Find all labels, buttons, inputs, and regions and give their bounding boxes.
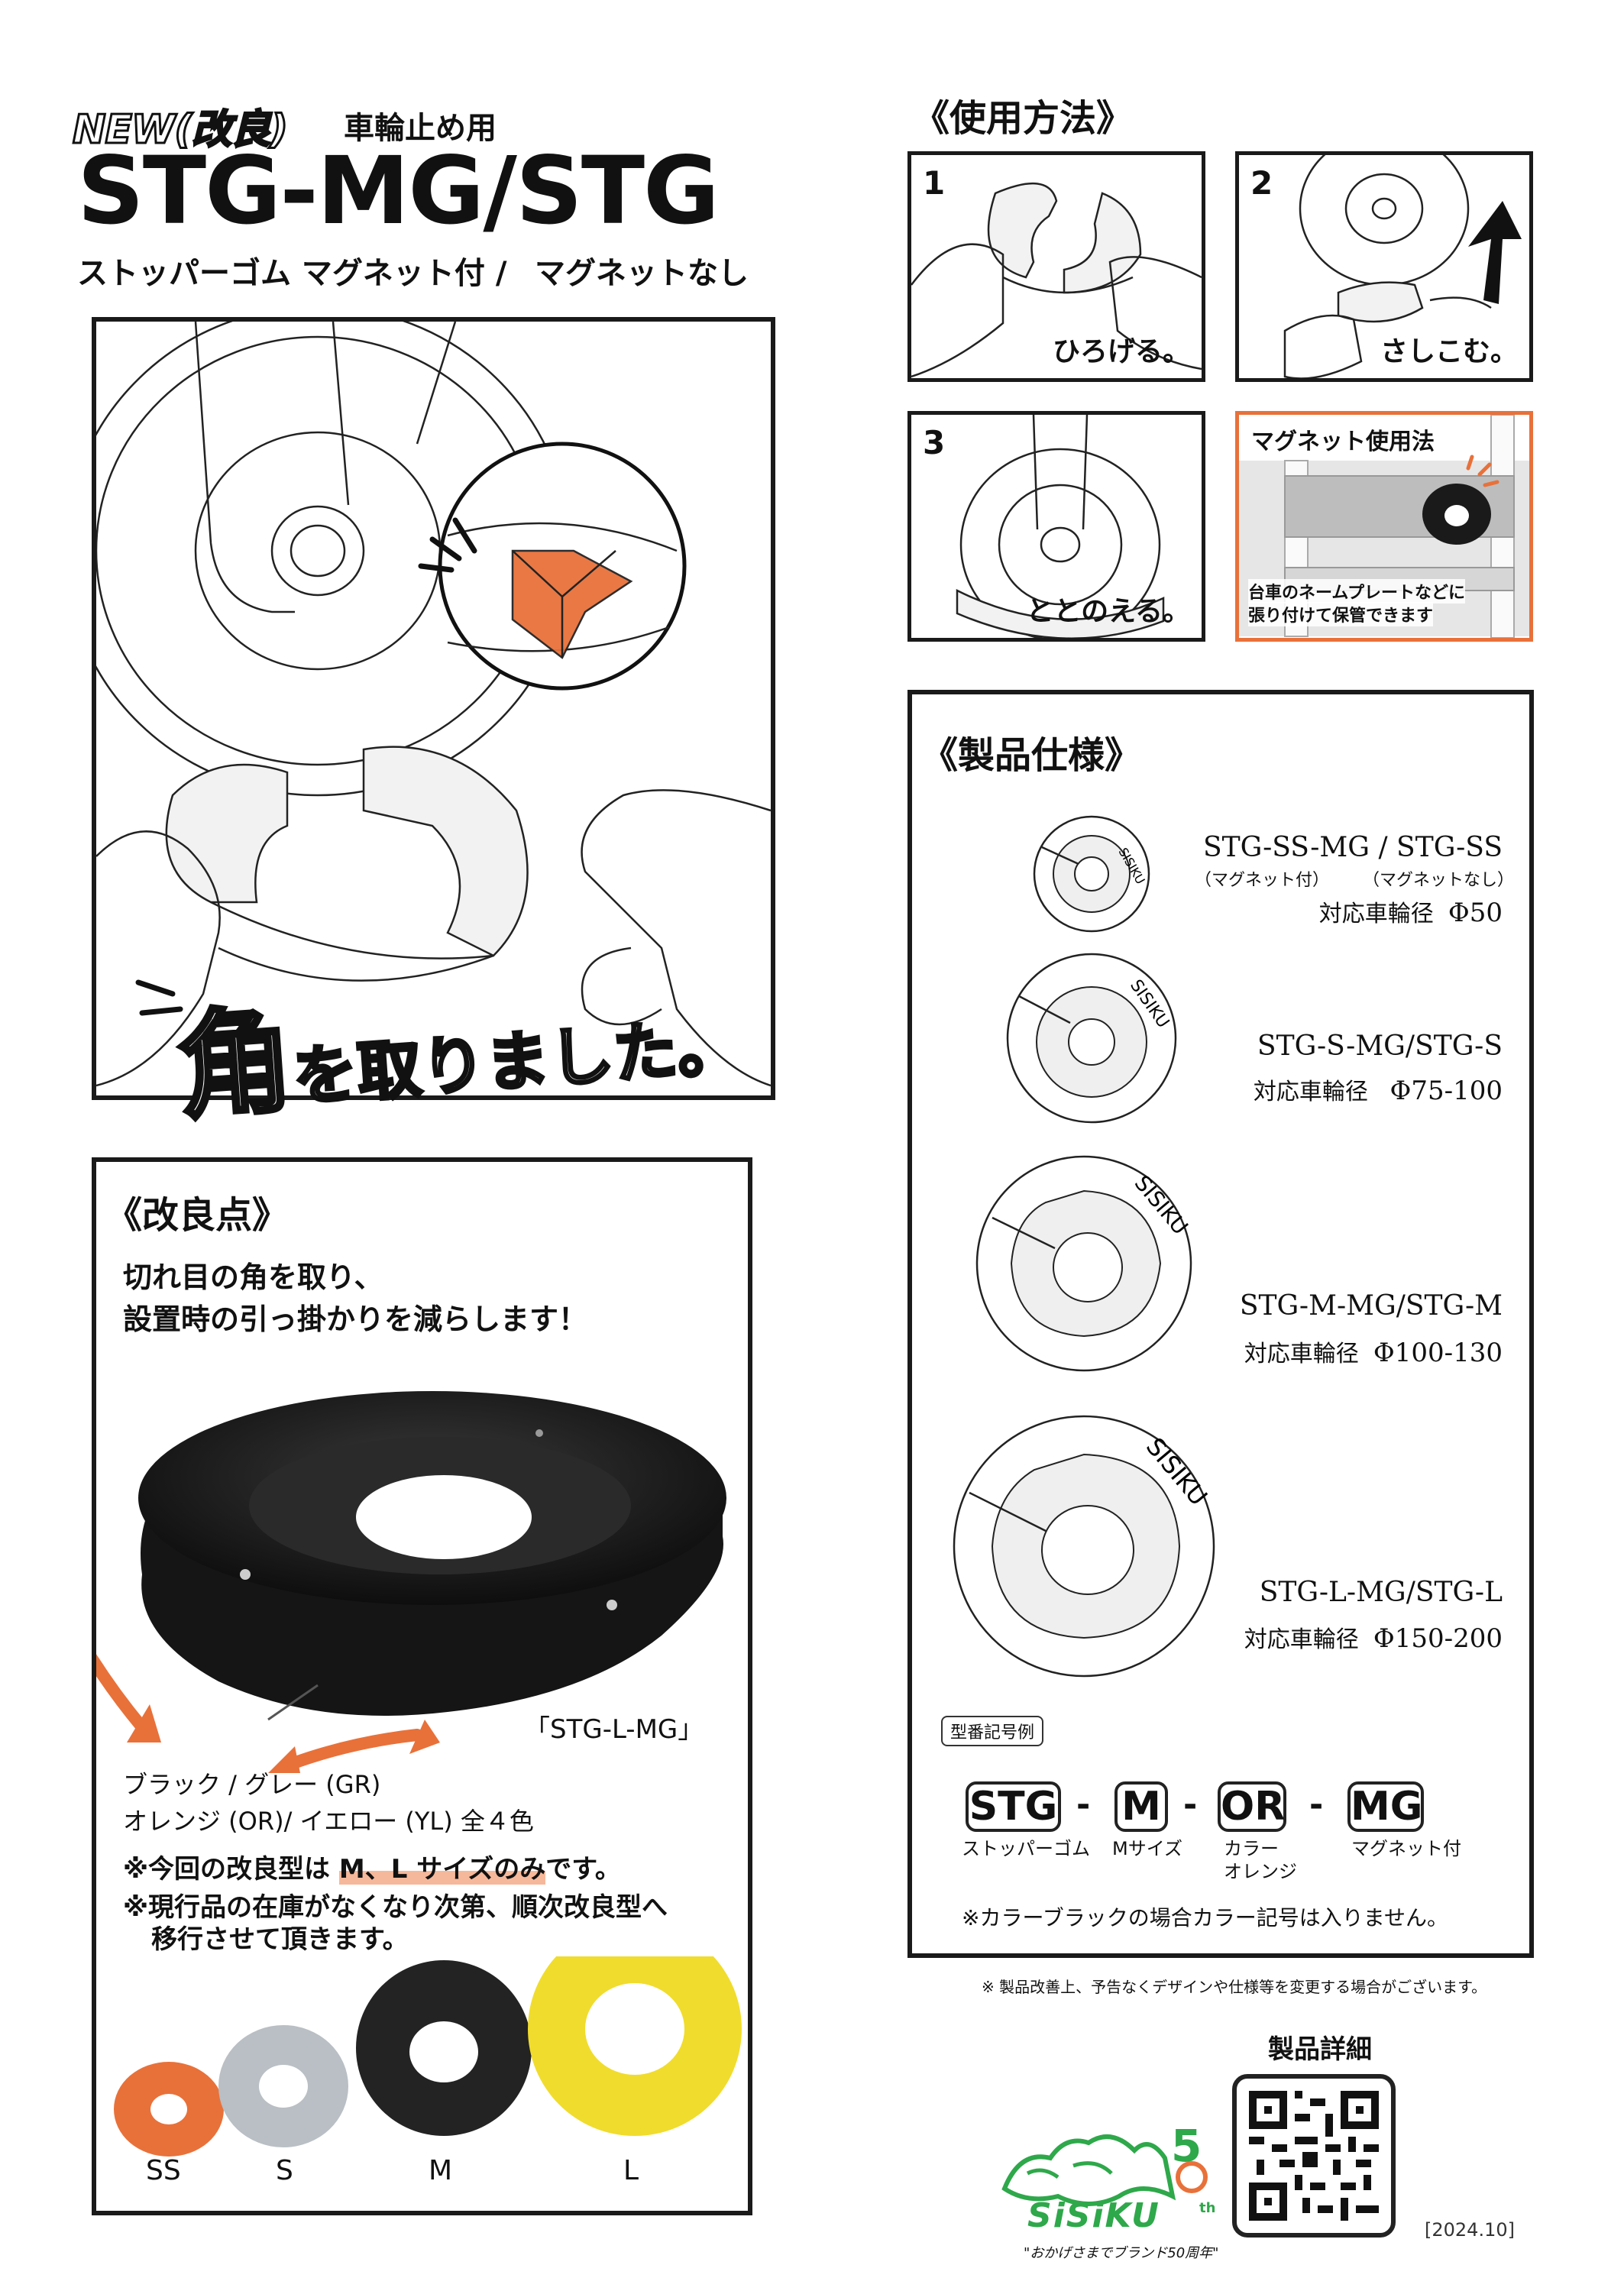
- usage-step-1: 1 ひろげる。: [907, 151, 1205, 382]
- stopper-photo: [96, 1391, 726, 1773]
- improvement-heading: 《改良点》: [105, 1194, 290, 1237]
- brand-th: th: [1199, 2200, 1216, 2216]
- code-cap-m: Mサイズ: [1112, 1838, 1182, 1859]
- code-cap-stg: ストッパーゴム: [962, 1838, 1090, 1859]
- lion-logo-icon: [1001, 2134, 1208, 2206]
- code-dash: -: [1309, 1785, 1324, 1824]
- magnet-usage: マグネット使用法 台車のネームプレートなどに 張り付けて保管できます: [1235, 411, 1533, 642]
- spec-l-dia: 対応車輪径 Φ150-200: [1244, 1623, 1503, 1654]
- code-cap-or-2: オレンジ: [1224, 1861, 1297, 1882]
- code-or: OR: [1218, 1781, 1286, 1832]
- specs-heading: 《製品仕様》: [921, 734, 1142, 777]
- brand-50-five: 5: [1171, 2120, 1202, 2172]
- colors-line2: オレンジ (OR)/ イエロー (YL) 全４色: [123, 1807, 534, 1836]
- spec-s-dia: 対応車輪径 Φ75-100: [1253, 1076, 1503, 1106]
- code-dash: -: [1076, 1785, 1091, 1824]
- tagline-right: マグネットなし: [535, 256, 749, 291]
- caster-illustration: [96, 322, 771, 1087]
- photo-label: 「STG-L-MG」: [524, 1714, 704, 1745]
- note2-b: 移行させて頂きます。: [151, 1924, 409, 1955]
- spec-s-drawing: SISIKU: [1006, 953, 1177, 1124]
- brand-name: SiSiKU: [1027, 2196, 1160, 2235]
- size-swatches: [114, 1956, 742, 2157]
- spec-l-name: STG-L-MG/STG-L: [1259, 1577, 1503, 1608]
- code-m: M: [1114, 1781, 1168, 1832]
- step-number: 2: [1250, 164, 1273, 202]
- code-dash: -: [1183, 1785, 1198, 1824]
- hero-illustration: 角を取りました。: [92, 317, 775, 1137]
- spec-m-name: STG-M-MG/STG-M: [1239, 1290, 1503, 1322]
- spec-ss-drawing: SISIKU: [1033, 815, 1150, 933]
- specs-section: 《製品仕様》 SISIKU STG-SS-MG / STG-SS （マグネット付…: [907, 690, 1534, 1958]
- model-label: 型番記号例: [941, 1716, 1044, 1746]
- spec-l-drawing: SISIKU: [953, 1415, 1215, 1678]
- disclaimer: ※ 製品改善上、予告なくデザインや仕様等を変更する場合がございます。: [982, 1978, 1487, 1996]
- code-cap-or-1: カラー: [1224, 1838, 1279, 1859]
- improvement-section: 《改良点》 切れ目の角を取り、 設置時の引っ掛かりを減らします！ 「STG-L-…: [92, 1157, 752, 2215]
- header: NEW(改良) 車輪止め用 STG-MG/STG ストッパーゴム マグネット付 …: [71, 88, 791, 292]
- step1-illustration: [911, 182, 1202, 378]
- qr-code[interactable]: [1232, 2074, 1396, 2238]
- magnet-title: マグネット使用法: [1248, 422, 1438, 456]
- spec-s-name: STG-S-MG/STG-S: [1257, 1031, 1503, 1062]
- print-date: [2024.10]: [1425, 2219, 1515, 2241]
- step2-illustration: [1283, 155, 1522, 378]
- step-number: 3: [923, 424, 946, 461]
- step3-illustration: [956, 415, 1165, 638]
- code-mg: MG: [1347, 1781, 1424, 1832]
- page-title: STG-MG/STG: [77, 137, 720, 245]
- step-number: 1: [923, 164, 946, 202]
- spec-m-drawing: SISIKU: [975, 1155, 1193, 1372]
- usage-step-3: 3 ととのえる。: [907, 411, 1205, 642]
- new-badge: NEW(改良): [71, 106, 289, 154]
- spec-m-dia: 対応車輪径 Φ100-130: [1244, 1338, 1503, 1368]
- header-subtitle: 車輪止め用: [344, 111, 497, 146]
- colors-line1: ブラック / グレー (GR): [123, 1770, 381, 1799]
- color-note: ※カラーブラックの場合カラー記号は入りません。: [962, 1905, 1448, 1930]
- spec-ss-name: STG-SS-MG / STG-SS: [1202, 832, 1503, 863]
- magnet-text1: 台車のネームプレートなどに: [1248, 579, 1466, 603]
- detail-label: 製品詳細: [1268, 2034, 1372, 2065]
- tagline-left: ストッパーゴム マグネット付 /: [77, 256, 507, 291]
- note1: ※今回の改良型は M、L サイズのみです。: [123, 1854, 621, 1885]
- code-stg: STG: [966, 1781, 1061, 1832]
- brand-logo: 5 th SiSiKU "おかげさまでブランド50周年": [997, 2120, 1218, 2265]
- usage-heading: 《使用方法》: [913, 97, 1134, 140]
- spec-ss-sub2: （マグネットなし）: [1363, 871, 1515, 890]
- size-label-s: S: [276, 2155, 293, 2186]
- size-label-ss: SS: [146, 2155, 181, 2186]
- brand-slogan: "おかげさまでブランド50周年": [1024, 2245, 1219, 2261]
- spec-ss-sub1: （マグネット付）: [1195, 871, 1330, 890]
- step3-text: ととのえる。: [1026, 596, 1190, 627]
- step2-text: さしこむ。: [1380, 336, 1518, 367]
- usage-step-2: 2 さしこむ。: [1235, 151, 1533, 382]
- qr-code-icon: [1249, 2091, 1379, 2221]
- size-label-l: L: [623, 2155, 639, 2186]
- improvement-line2: 設置時の引っ掛かりを減らします！: [123, 1302, 588, 1336]
- spec-ss-dia: 対応車輪径 Φ50: [1318, 898, 1503, 928]
- size-label-m: M: [429, 2155, 453, 2186]
- code-cap-mg: マグネット付: [1351, 1838, 1461, 1859]
- step1-text: ひろげる。: [1052, 336, 1190, 367]
- improvement-line1: 切れ目の角を取り、: [123, 1260, 383, 1294]
- note2-a: ※現行品の在庫がなくなり次第、順次改良型へ: [123, 1892, 668, 1923]
- magnet-text2: 張り付けて保管できます: [1248, 602, 1434, 626]
